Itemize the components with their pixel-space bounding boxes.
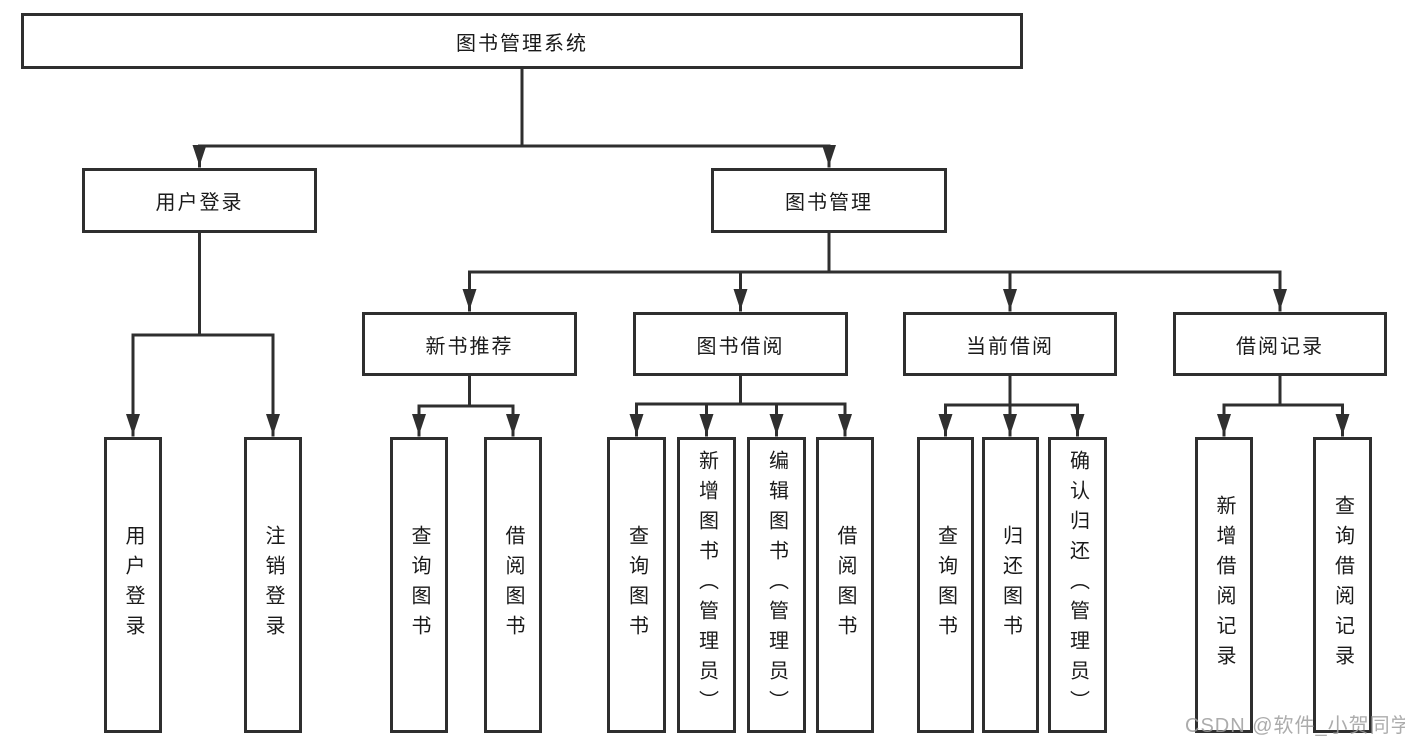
node-book-management-label: 图书管理: [785, 192, 873, 214]
leaf-logout-label: 注销登录: [262, 525, 284, 645]
csdn-watermark: CSDN @软件_小贺同学: [1185, 715, 1405, 737]
leaf-bb-edit-books-label: 编辑图书（管理员）: [765, 450, 788, 720]
node-library-system: 图书管理系统: [21, 13, 1023, 69]
leaf-rec-borrow-books-label: 借阅图书: [502, 525, 524, 645]
leaf-bb-query-books: 查询图书: [607, 437, 666, 733]
leaf-cb-return-books-label: 归还图书: [999, 525, 1022, 645]
leaf-br-query-record-label: 查询借阅记录: [1331, 495, 1354, 675]
node-user-login: 用户登录: [82, 168, 317, 233]
leaf-user-login-label: 用户登录: [122, 525, 144, 645]
leaf-br-add-record-label: 新增借阅记录: [1213, 495, 1235, 675]
node-borrow-records: 借阅记录: [1173, 312, 1387, 376]
leaf-cb-query-books: 查询图书: [917, 437, 974, 733]
leaf-cb-query-books-label: 查询图书: [934, 525, 957, 645]
leaf-user-login: 用户登录: [104, 437, 162, 733]
leaf-cb-return-books: 归还图书: [982, 437, 1039, 733]
leaf-bb-borrow-books-label: 借阅图书: [834, 525, 856, 645]
leaf-rec-query-books-label: 查询图书: [408, 525, 430, 645]
leaf-bb-query-books-label: 查询图书: [625, 525, 648, 645]
leaf-cb-confirm-return-label: 确认归还（管理员）: [1066, 450, 1089, 720]
node-current-borrow: 当前借阅: [903, 312, 1117, 376]
node-new-book-recommend: 新书推荐: [362, 312, 577, 376]
leaf-rec-borrow-books: 借阅图书: [484, 437, 542, 733]
leaf-bb-edit-books: 编辑图书（管理员）: [747, 437, 806, 733]
node-library-system-label: 图书管理系统: [456, 32, 588, 55]
leaf-bb-borrow-books: 借阅图书: [816, 437, 874, 733]
node-book-borrow-label: 图书借阅: [696, 335, 785, 358]
node-new-book-recommend-label: 新书推荐: [425, 335, 514, 358]
leaf-bb-add-books: 新增图书（管理员）: [677, 437, 736, 733]
leaf-br-query-record: 查询借阅记录: [1313, 437, 1372, 733]
node-user-login-label: 用户登录: [155, 192, 244, 214]
node-current-borrow-label: 当前借阅: [966, 335, 1054, 358]
node-book-borrow: 图书借阅: [633, 312, 848, 376]
node-book-management: 图书管理: [711, 168, 947, 233]
leaf-cb-confirm-return: 确认归还（管理员）: [1048, 437, 1107, 733]
leaf-bb-add-books-label: 新增图书（管理员）: [695, 450, 718, 720]
leaf-br-add-record: 新增借阅记录: [1195, 437, 1253, 733]
leaf-rec-query-books: 查询图书: [390, 437, 448, 733]
node-borrow-records-label: 借阅记录: [1236, 335, 1324, 358]
leaf-logout: 注销登录: [244, 437, 302, 733]
